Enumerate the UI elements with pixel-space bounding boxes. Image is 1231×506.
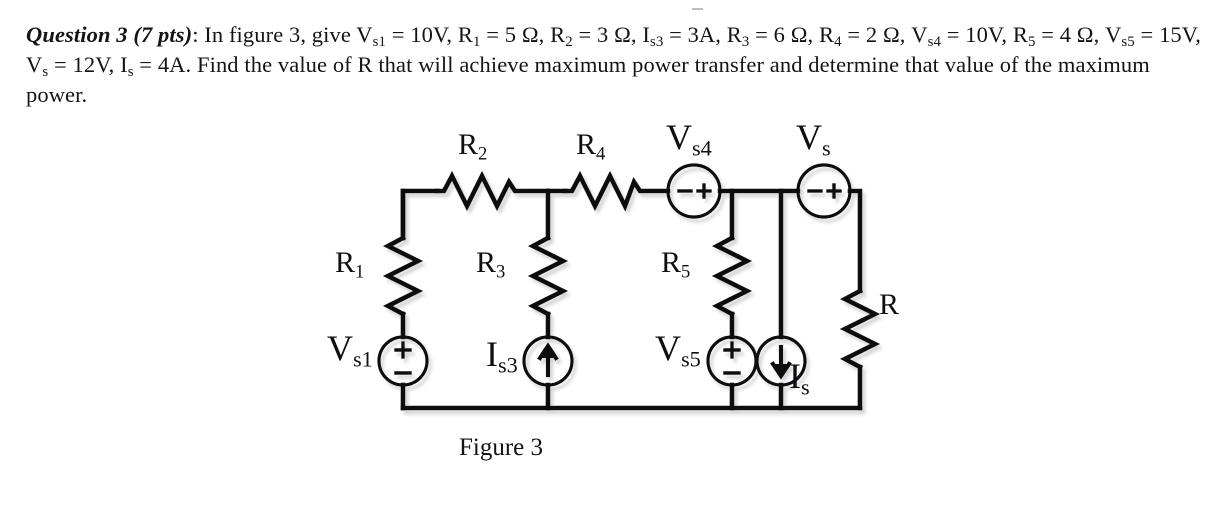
given-subscript: s1 — [372, 34, 387, 51]
resistor-R4-symbol — [562, 170, 671, 212]
given-symbol: I — [120, 52, 128, 77]
current-source-Is3-circle — [522, 335, 574, 387]
given-value-vs: Vs = 12V — [26, 52, 109, 81]
given-symbol: V — [356, 22, 373, 47]
question-colon: : — [192, 22, 199, 47]
given-value: = 10V — [940, 22, 1002, 47]
given-subscript: s — [42, 64, 49, 81]
given-symbol: V — [1105, 22, 1122, 47]
given-value: = 2 Ω — [841, 22, 900, 47]
given-value: = 3 Ω — [572, 22, 631, 47]
label-R: R — [879, 288, 900, 321]
wire-Vs-to-R — [847, 188, 863, 294]
current-source-Is-circle — [755, 335, 807, 387]
given-symbol: R — [550, 22, 566, 47]
given-value-vs5: Vs5 = 15V — [1105, 22, 1196, 51]
given-value: = 12V — [48, 52, 109, 77]
resistor-R5-symbol — [711, 234, 753, 318]
label-Is3: Is3 — [486, 334, 518, 378]
label-R4: R4 — [576, 128, 606, 165]
given-value: = 10V — [386, 22, 447, 47]
voltage-source-Vs-polarity — [807, 183, 842, 199]
label-Vs5: Vs5 — [655, 328, 701, 372]
given-subscript: 4 — [834, 34, 842, 51]
resistor-R2-symbol — [434, 170, 551, 212]
given-subscript: s5 — [1121, 34, 1135, 51]
given-symbol: R — [1012, 22, 1028, 47]
label-Vs4: Vs4 — [666, 117, 712, 161]
given-symbol: V — [26, 52, 43, 77]
circuit-figure: R2 R4 Vs4 Vs R1 R3 R5 R Vs1 Is3 Vs5 Is F… — [0, 118, 1231, 506]
label-Vs1: Vs1 — [327, 328, 373, 372]
voltage-source-Vs1-circle — [377, 335, 429, 387]
given-value: = 4 Ω — [1035, 22, 1094, 47]
voltage-source-Vs4-polarity — [677, 183, 712, 199]
given-value-vs4: Vs4 = 10V — [911, 22, 1002, 51]
given-subscript: 2 — [565, 34, 573, 51]
current-source-Is3-arrow — [537, 342, 559, 378]
given-value-r1: R1 = 5 Ω — [457, 22, 539, 51]
given-value-r4: R4 = 2 Ω — [818, 22, 900, 51]
resistor-R3-symbol — [527, 234, 569, 318]
label-R3: R3 — [476, 246, 506, 283]
given-symbol: R — [457, 22, 473, 47]
given-value: = 15V — [1134, 22, 1196, 47]
circuit-schematic — [377, 163, 881, 411]
given-value-r3: R3 = 6 Ω — [726, 22, 808, 51]
question-heading: Question 3 (7 pts) — [26, 22, 193, 47]
given-value-r5: R5 = 4 Ω — [1012, 22, 1094, 51]
voltage-source-Vs-circle — [796, 163, 852, 219]
wire-top-left — [400, 188, 440, 241]
problem-statement: Question 3 (7 pts): In figure 3, give Vs… — [26, 20, 1206, 110]
figure-caption: Figure 3 — [459, 434, 544, 461]
label-R5: R5 — [661, 246, 691, 283]
given-value: = 5 Ω — [480, 22, 539, 47]
given-subscript: 5 — [1027, 34, 1036, 51]
resistor-R-symbol — [839, 287, 881, 371]
given-value: = 6 Ω — [749, 22, 808, 47]
given-value: = 3A — [663, 22, 716, 47]
given-symbol: R — [726, 22, 742, 47]
label-Vs: Vs — [796, 117, 831, 161]
current-source-Is-arrow — [770, 344, 792, 380]
given-value-r2: R2 = 3 Ω — [550, 22, 631, 51]
label-R1: R1 — [335, 246, 365, 283]
given-subscript: 3 — [741, 34, 750, 51]
given-subscript: s3 — [649, 34, 664, 51]
given-subscript: 1 — [472, 34, 481, 51]
given-symbol: R — [818, 22, 835, 47]
given-symbol: I — [642, 22, 650, 47]
given-value-is: Is = 4A — [120, 52, 186, 81]
given-value: = 4A — [133, 52, 186, 77]
given-subscript: s — [127, 64, 134, 81]
question-intro: In figure 3, give — [198, 22, 357, 47]
given-value-is3: Is3 = 3A — [642, 22, 716, 51]
given-subscript: s4 — [927, 34, 941, 51]
given-values-list: Vs1 = 10V, R1 = 5 Ω, R2 = 3 Ω, Is3 = 3A,… — [26, 22, 1201, 81]
given-value-vs1: Vs1 = 10V — [356, 22, 447, 51]
scan-artifact — [692, 8, 703, 10]
voltage-source-Vs5-polarity — [723, 341, 741, 375]
label-Is: Is — [789, 356, 810, 400]
question-task: . Find the value of R that will achieve … — [26, 52, 1150, 107]
given-symbol: V — [911, 22, 928, 47]
voltage-source-Vs1-polarity — [394, 341, 412, 375]
label-R2: R2 — [458, 128, 488, 165]
voltage-source-Vs4-circle — [666, 163, 722, 219]
resistor-R1-symbol — [382, 234, 424, 318]
